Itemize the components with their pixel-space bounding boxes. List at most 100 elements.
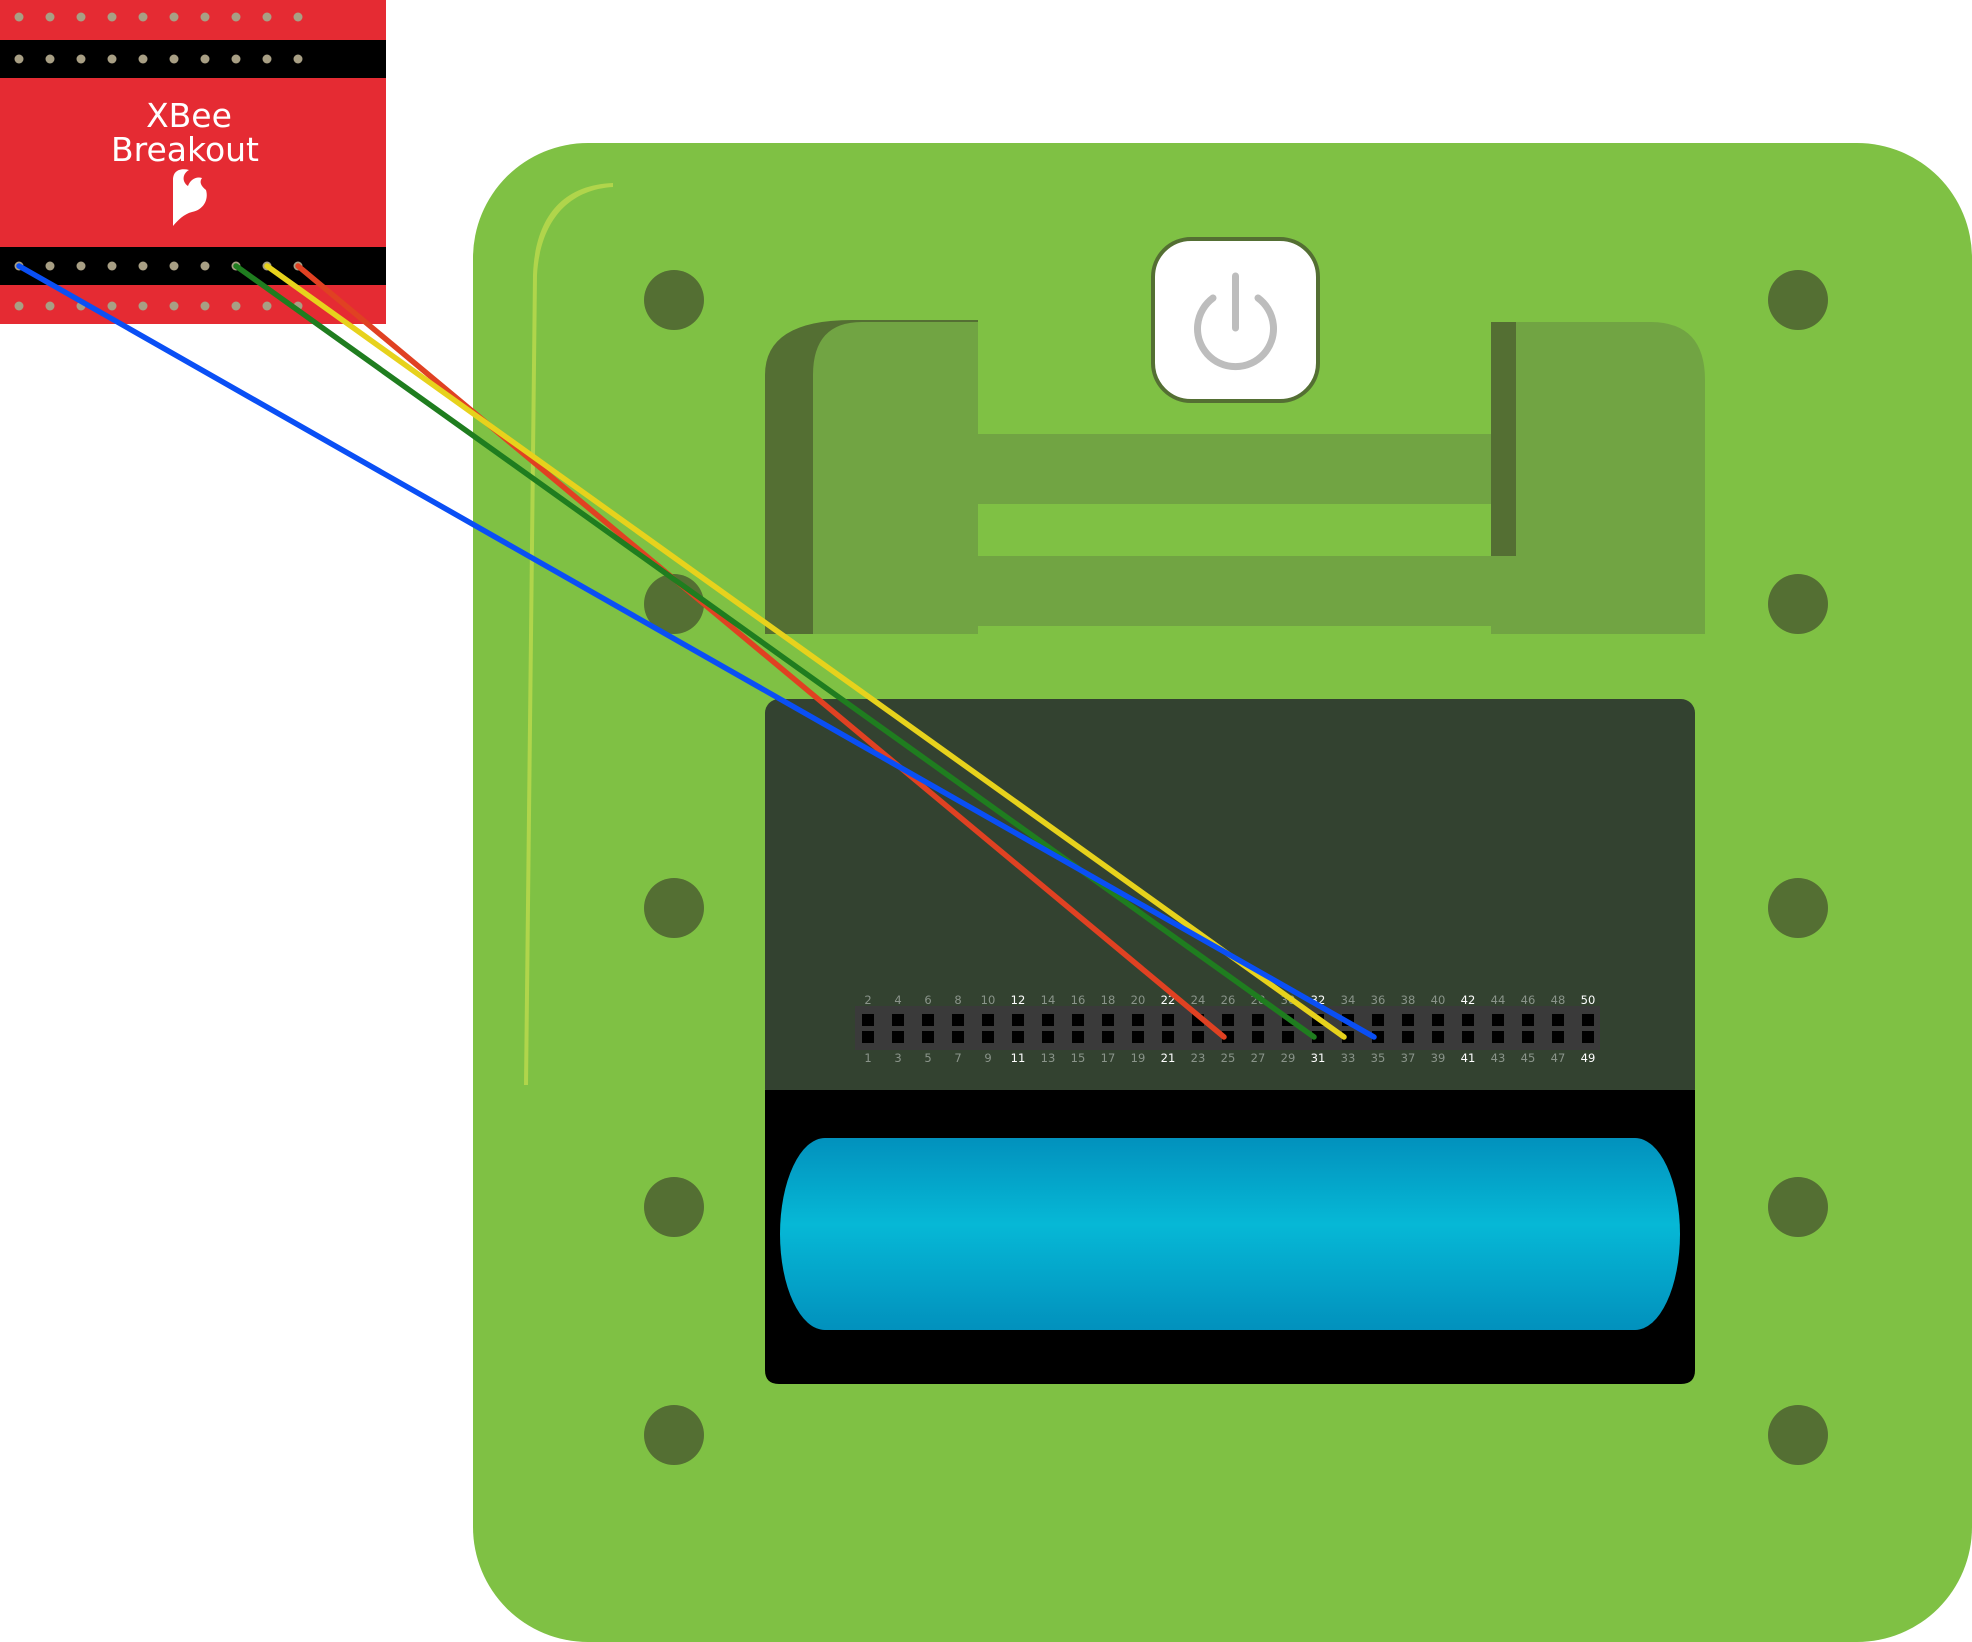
mounting-hole: [1768, 878, 1828, 938]
header-pin: [922, 1031, 934, 1043]
wire-blue[interactable]: [16, 263, 1377, 1040]
breakout-pin: [14, 54, 24, 64]
header-pin: [1492, 1031, 1504, 1043]
header-pin: [1012, 1031, 1024, 1043]
header-pin: [1582, 1014, 1594, 1026]
header-pin: [1162, 1014, 1174, 1026]
pin-label: 17: [1101, 1051, 1116, 1065]
pin-label: 24: [1191, 993, 1206, 1007]
breakout-pin: [169, 54, 179, 64]
mounting-hole: [1768, 574, 1828, 634]
pin-label: 3: [894, 1051, 901, 1065]
header-pin: [1282, 1031, 1294, 1043]
breakout-pin: [231, 12, 241, 22]
wires: [16, 263, 1377, 1040]
pin-label: 27: [1251, 1051, 1266, 1065]
breakout-pin: [14, 12, 24, 22]
mounting-hole: [1768, 1177, 1828, 1237]
pin-label: 34: [1341, 993, 1356, 1007]
mounting-hole: [644, 878, 704, 938]
mounting-hole: [644, 1405, 704, 1465]
pin-label: 26: [1221, 993, 1236, 1007]
header-panel: [765, 699, 1695, 1103]
pin-label: 25: [1221, 1051, 1236, 1065]
breakout-pin: [107, 12, 117, 22]
pin-label: 23: [1191, 1051, 1206, 1065]
header-pin: [1342, 1031, 1354, 1043]
mounting-hole: [644, 1177, 704, 1237]
pin-label: 35: [1371, 1051, 1386, 1065]
header-pin: [1102, 1014, 1114, 1026]
battery-clamp: [765, 320, 1705, 634]
header-strip: [855, 1006, 1600, 1050]
breakout-pin: [107, 301, 117, 311]
wire-green[interactable]: [233, 263, 1317, 1040]
breakout-pin: [200, 301, 210, 311]
power-icon: [1194, 272, 1277, 371]
breakout-pin: [76, 261, 86, 271]
power-button[interactable]: [1151, 237, 1320, 403]
header-pin: [1432, 1031, 1444, 1043]
wire-red[interactable]: [295, 263, 1227, 1040]
pin-label: 29: [1281, 1051, 1296, 1065]
header-pin: [1402, 1014, 1414, 1026]
pin-label: 49: [1581, 1051, 1596, 1065]
header-pin: [892, 1031, 904, 1043]
breakout-title-line2: Breakout: [111, 130, 259, 169]
header-pin: [982, 1014, 994, 1026]
header-pin: [1252, 1014, 1264, 1026]
header-pin: [1162, 1031, 1174, 1043]
pin-label: 36: [1371, 993, 1386, 1007]
breakout-pin: [76, 12, 86, 22]
mounting-holes: [644, 270, 1828, 1465]
header-pin: [982, 1031, 994, 1043]
header-pin: [1222, 1014, 1234, 1026]
breakout-pin: [107, 261, 117, 271]
header-pin: [1132, 1014, 1144, 1026]
pin-label: 50: [1581, 993, 1596, 1007]
pin-label: 43: [1491, 1051, 1506, 1065]
pin-label: 8: [954, 993, 961, 1007]
pin-label: 2: [864, 993, 871, 1007]
pin-label: 4: [894, 993, 901, 1007]
header-pin: [1252, 1031, 1264, 1043]
breakout-pins: [14, 12, 303, 311]
clamp-bar-bottom: [978, 556, 1516, 626]
clamp-left: [813, 322, 978, 634]
pin-label: 5: [924, 1051, 931, 1065]
breakout-pin: [45, 54, 55, 64]
header-pin: [1522, 1014, 1534, 1026]
breakout-pin: [262, 301, 272, 311]
pin-label: 10: [981, 993, 996, 1007]
clamp-right-shadow: [1491, 322, 1516, 556]
pin-label: 7: [954, 1051, 961, 1065]
breakout-pin: [169, 261, 179, 271]
header-pin: [1522, 1031, 1534, 1043]
mounting-hole: [1768, 270, 1828, 330]
pin-label: 38: [1401, 993, 1416, 1007]
mounting-hole: [1768, 1405, 1828, 1465]
pin-label: 44: [1491, 993, 1506, 1007]
header-pin: [1552, 1014, 1564, 1026]
pin-label: 18: [1101, 993, 1116, 1007]
header-pin: [1492, 1014, 1504, 1026]
header-pin: [1042, 1014, 1054, 1026]
breakout-pin: [45, 261, 55, 271]
wire-yellow[interactable]: [264, 263, 1347, 1040]
pin-label: 12: [1011, 993, 1026, 1007]
pin-label: 20: [1131, 993, 1146, 1007]
breakout-pin: [262, 12, 272, 22]
header-pin: [1462, 1031, 1474, 1043]
pin-label: 37: [1401, 1051, 1416, 1065]
pin-label: 15: [1071, 1051, 1086, 1065]
header-pin: [862, 1014, 874, 1026]
header-pin: [1132, 1031, 1144, 1043]
header-pin: [1012, 1014, 1024, 1026]
breakout-pin: [231, 301, 241, 311]
header-pin: [1072, 1031, 1084, 1043]
header-pin: [952, 1031, 964, 1043]
pin-label: 42: [1461, 993, 1476, 1007]
breakout-pin: [138, 12, 148, 22]
